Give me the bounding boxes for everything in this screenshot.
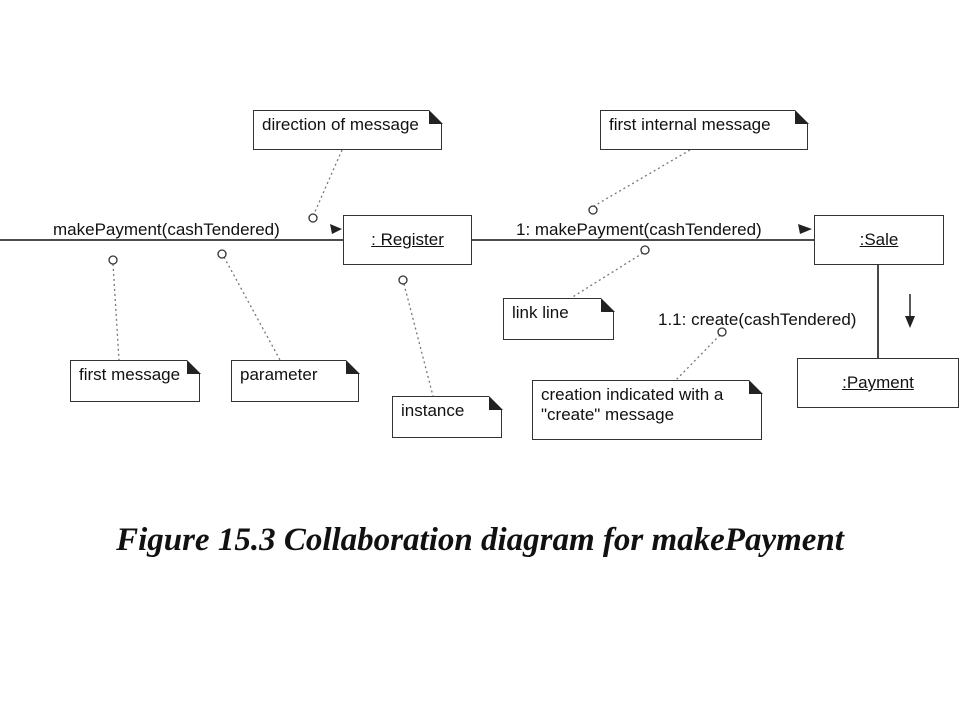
first-internal-message-label: 1: makePayment(cashTendered) — [516, 220, 762, 239]
payment-object: :Payment — [797, 358, 959, 408]
create-message-label: 1.1: create(cashTendered) — [658, 310, 857, 329]
anchor-first-internal — [588, 205, 598, 215]
note-direction-of-message-text: direction of message — [262, 115, 419, 134]
anchor-link-line — [640, 245, 650, 255]
note-first-internal-message: first internal message — [600, 109, 809, 150]
create-message-arrowhead — [905, 316, 915, 328]
note-link-line-text: link line — [512, 303, 569, 322]
note-instance-text: instance — [401, 401, 465, 420]
register-object-label: : Register — [371, 230, 444, 249]
anchor-creation — [717, 327, 727, 337]
note-link-line: link line — [503, 297, 615, 340]
external-message-arrowhead — [330, 224, 342, 234]
connector-first-internal — [593, 149, 691, 207]
note-direction-of-message: direction of message — [253, 109, 443, 150]
note-instance: instance — [392, 395, 503, 438]
note-first-message: first message — [70, 359, 201, 402]
anchor-instance — [398, 275, 408, 285]
sale-object-label: :Sale — [859, 230, 899, 249]
note-first-internal-message-text: first internal message — [609, 115, 771, 134]
note-parameter: parameter — [231, 359, 360, 402]
anchor-parameter — [217, 249, 227, 259]
connector-link-line — [570, 252, 644, 299]
anchor-first-message — [108, 255, 118, 265]
sale-object: :Sale — [814, 215, 944, 265]
connector-direction — [313, 149, 343, 215]
register-object: : Register — [343, 215, 472, 265]
anchor-direction — [308, 213, 318, 223]
note-first-message-text: first message — [79, 365, 181, 384]
note-parameter-text: parameter — [240, 365, 318, 384]
note-creation: creation indicated with a "create" messa… — [532, 379, 763, 440]
payment-object-label: :Payment — [842, 373, 914, 392]
external-message-label: makePayment(cashTendered) — [53, 220, 280, 239]
note-creation-text-line1: creation indicated with a — [541, 385, 724, 404]
connector-creation — [675, 334, 721, 381]
connector-first-message — [112, 263, 120, 361]
figure-caption: Figure 15.3 Collaboration diagram for ma… — [116, 522, 844, 558]
connector-parameter — [223, 256, 281, 361]
connector-instance — [403, 283, 434, 397]
internal-message-arrowhead — [798, 224, 812, 234]
note-creation-text-line2: "create" message — [541, 405, 675, 424]
